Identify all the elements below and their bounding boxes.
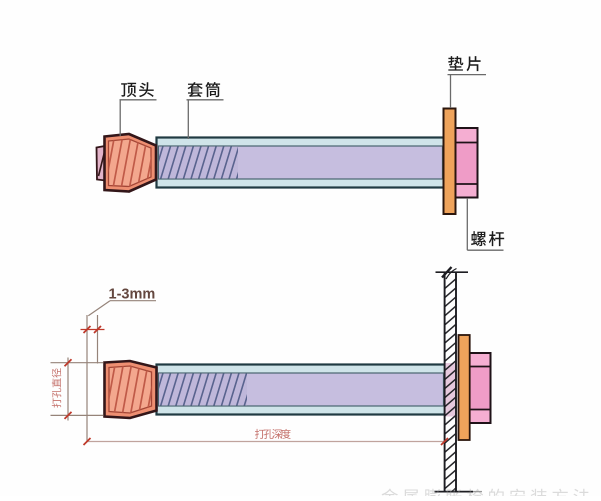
svg-text:1-3mm: 1-3mm <box>109 287 156 303</box>
